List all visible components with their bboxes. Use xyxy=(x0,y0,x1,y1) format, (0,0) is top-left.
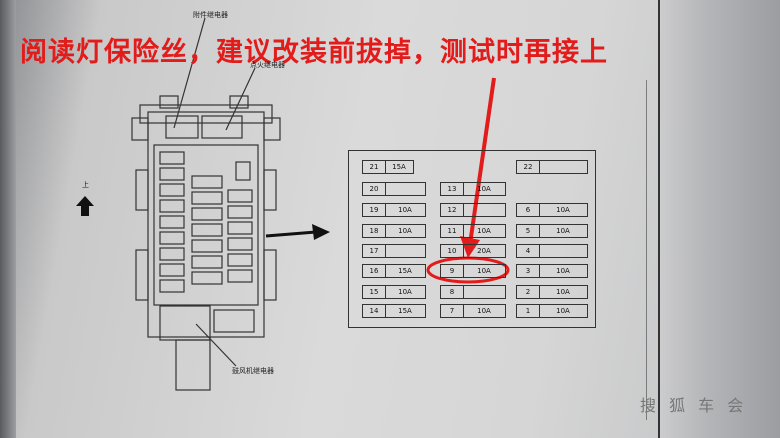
fuse-12: 12 xyxy=(440,203,506,217)
watermark: 搜 狐 车 会 xyxy=(640,396,748,415)
fuse-22: 22 xyxy=(516,160,588,174)
fuse-4: 4 xyxy=(516,244,588,258)
divider-line-faint xyxy=(646,80,647,420)
up-label: 上 xyxy=(82,181,89,189)
fuse-20: 20 xyxy=(362,182,426,196)
fuse-panel xyxy=(348,150,596,328)
annotation-title: 阅读灯保险丝，建议改装前拔掉，测试时再接上 xyxy=(20,37,608,68)
ignition-relay-label: 点火继电器 xyxy=(250,61,285,69)
page-edge-shadow xyxy=(660,0,780,438)
left-edge-shadow xyxy=(0,0,16,438)
fuse-8: 8 xyxy=(440,285,506,299)
fuse-17: 17 xyxy=(362,244,426,258)
accessory-relay-label: 附件继电器 xyxy=(193,11,228,19)
blower-relay-label: 鼓风机继电器 xyxy=(232,367,274,375)
divider-line xyxy=(658,0,660,438)
